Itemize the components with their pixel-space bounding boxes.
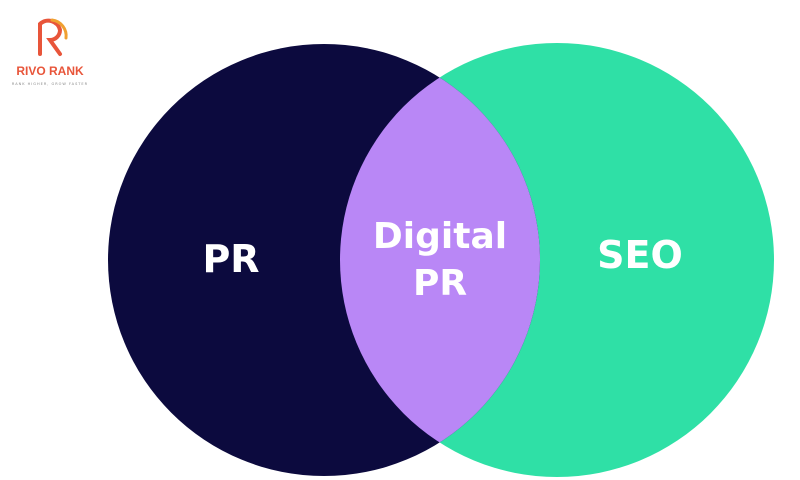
label-digital: Digital bbox=[373, 216, 507, 257]
label-seo: SEO bbox=[597, 233, 683, 277]
overlap-digital-pr bbox=[340, 44, 540, 476]
logo-mark-icon bbox=[38, 18, 68, 56]
label-digital-pr: PR bbox=[413, 263, 467, 304]
logo: RIVO RANK RANK HIGHER, GROW FASTER bbox=[0, 14, 100, 86]
logo-brand: RIVO RANK bbox=[16, 64, 84, 78]
logo-tagline: RANK HIGHER, GROW FASTER bbox=[11, 82, 89, 86]
label-pr: PR bbox=[202, 237, 259, 281]
